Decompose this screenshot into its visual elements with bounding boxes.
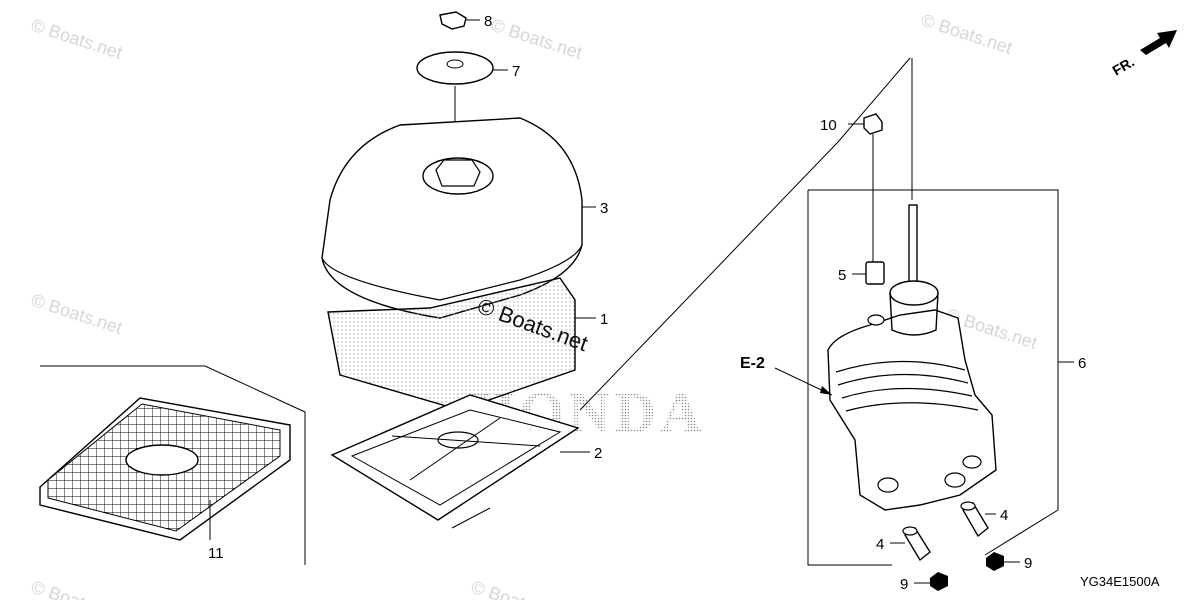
callout-4a: 4: [876, 536, 884, 553]
part-4-tube-b: 4: [960, 501, 1008, 538]
callout-4b: 4: [1000, 507, 1008, 524]
front-direction-indicator: FR.: [1110, 30, 1177, 79]
callout-9a: 9: [900, 576, 908, 593]
watermark-bottom-center: © Boats.net: [469, 577, 565, 600]
reference-arrow-icon: [820, 386, 832, 395]
part-8-wing-nut: 8: [439, 11, 492, 30]
part-11-filter-element: 11: [39, 397, 291, 562]
callout-7: 7: [512, 63, 520, 80]
direction-label: FR.: [1110, 53, 1138, 78]
part-1-foam-filter: 1: [327, 277, 608, 411]
callout-8: 8: [484, 13, 492, 30]
watermark-mid-left: © Boats.net: [29, 290, 125, 338]
callout-1: 1: [600, 311, 608, 328]
part-5-collar: 5: [838, 261, 885, 285]
callout-2: 2: [594, 445, 602, 462]
callout-10: 10: [820, 117, 837, 134]
part-9-nut-b: 9: [986, 552, 1032, 572]
part-4-tube-a: 4: [876, 526, 931, 562]
part-6-assembly-box: 6: [807, 189, 1086, 566]
filter-element-center-hole: [125, 444, 199, 476]
watermark-top-center: © Boats.net: [489, 15, 585, 63]
air-cleaner-case: [827, 280, 997, 511]
part-9-nut-a: 9: [900, 572, 948, 593]
watermark-top-left: © Boats.net: [29, 15, 125, 63]
front-arrow-icon: [1140, 30, 1177, 55]
part-3-air-cleaner-cover: 3: [321, 86, 608, 319]
part-2-filter-base: 2: [330, 394, 602, 529]
watermark-top-right: © Boats.net: [919, 10, 1015, 58]
part-10-bolt: 10: [820, 113, 883, 262]
watermark-bottom-left: © Boats.net: [29, 577, 125, 600]
reference-label: E-2: [740, 355, 765, 372]
stud-bolt: [908, 204, 918, 286]
callout-9b: 9: [1024, 555, 1032, 572]
assembly-leader-line: [579, 141, 839, 411]
element-bracket: [40, 365, 306, 565]
callout-6: 6: [1078, 355, 1086, 372]
stud-leader-line: [837, 57, 911, 143]
callout-11: 11: [208, 545, 224, 562]
callout-5: 5: [838, 267, 846, 284]
reference-e2: E-2: [740, 355, 833, 396]
callout-3: 3: [600, 200, 608, 217]
diagram-code: YG34E1500A: [1080, 574, 1160, 589]
part-7-cap-washer: 7: [416, 51, 520, 85]
